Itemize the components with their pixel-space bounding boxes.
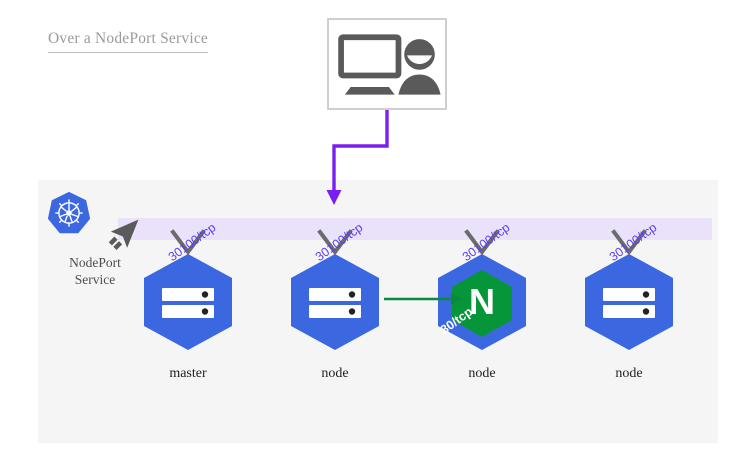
node-worker-3[interactable] xyxy=(581,252,677,352)
person-icon xyxy=(398,39,441,95)
client-icons xyxy=(338,34,441,95)
node-caption-1: node xyxy=(321,366,349,381)
cursor-arrow-icon xyxy=(104,212,146,254)
node-caption-3: node xyxy=(615,366,643,381)
node-worker-2-nginx[interactable]: N xyxy=(434,252,530,352)
nodeport-service-label-line1: NodePort xyxy=(69,255,121,270)
nginx-letter: N xyxy=(469,281,495,322)
monitor-icon xyxy=(338,34,402,95)
kubernetes-logo xyxy=(47,191,91,235)
nodeport-service-label-line2: Service xyxy=(74,272,116,287)
nodeport-service-band xyxy=(118,218,712,240)
server-icon xyxy=(309,288,361,318)
node-master[interactable] xyxy=(140,252,236,352)
nodeport-service-label: NodePort Service xyxy=(40,254,150,288)
nginx-pod-icon xyxy=(452,270,512,337)
page-title: Over a NodePort Service xyxy=(48,30,208,53)
node-worker-1[interactable] xyxy=(287,252,383,352)
client-box xyxy=(327,18,447,110)
server-icon xyxy=(162,288,214,318)
server-icon xyxy=(603,288,655,318)
node-caption-0: master xyxy=(169,366,207,381)
node-caption-2: node xyxy=(468,366,496,381)
